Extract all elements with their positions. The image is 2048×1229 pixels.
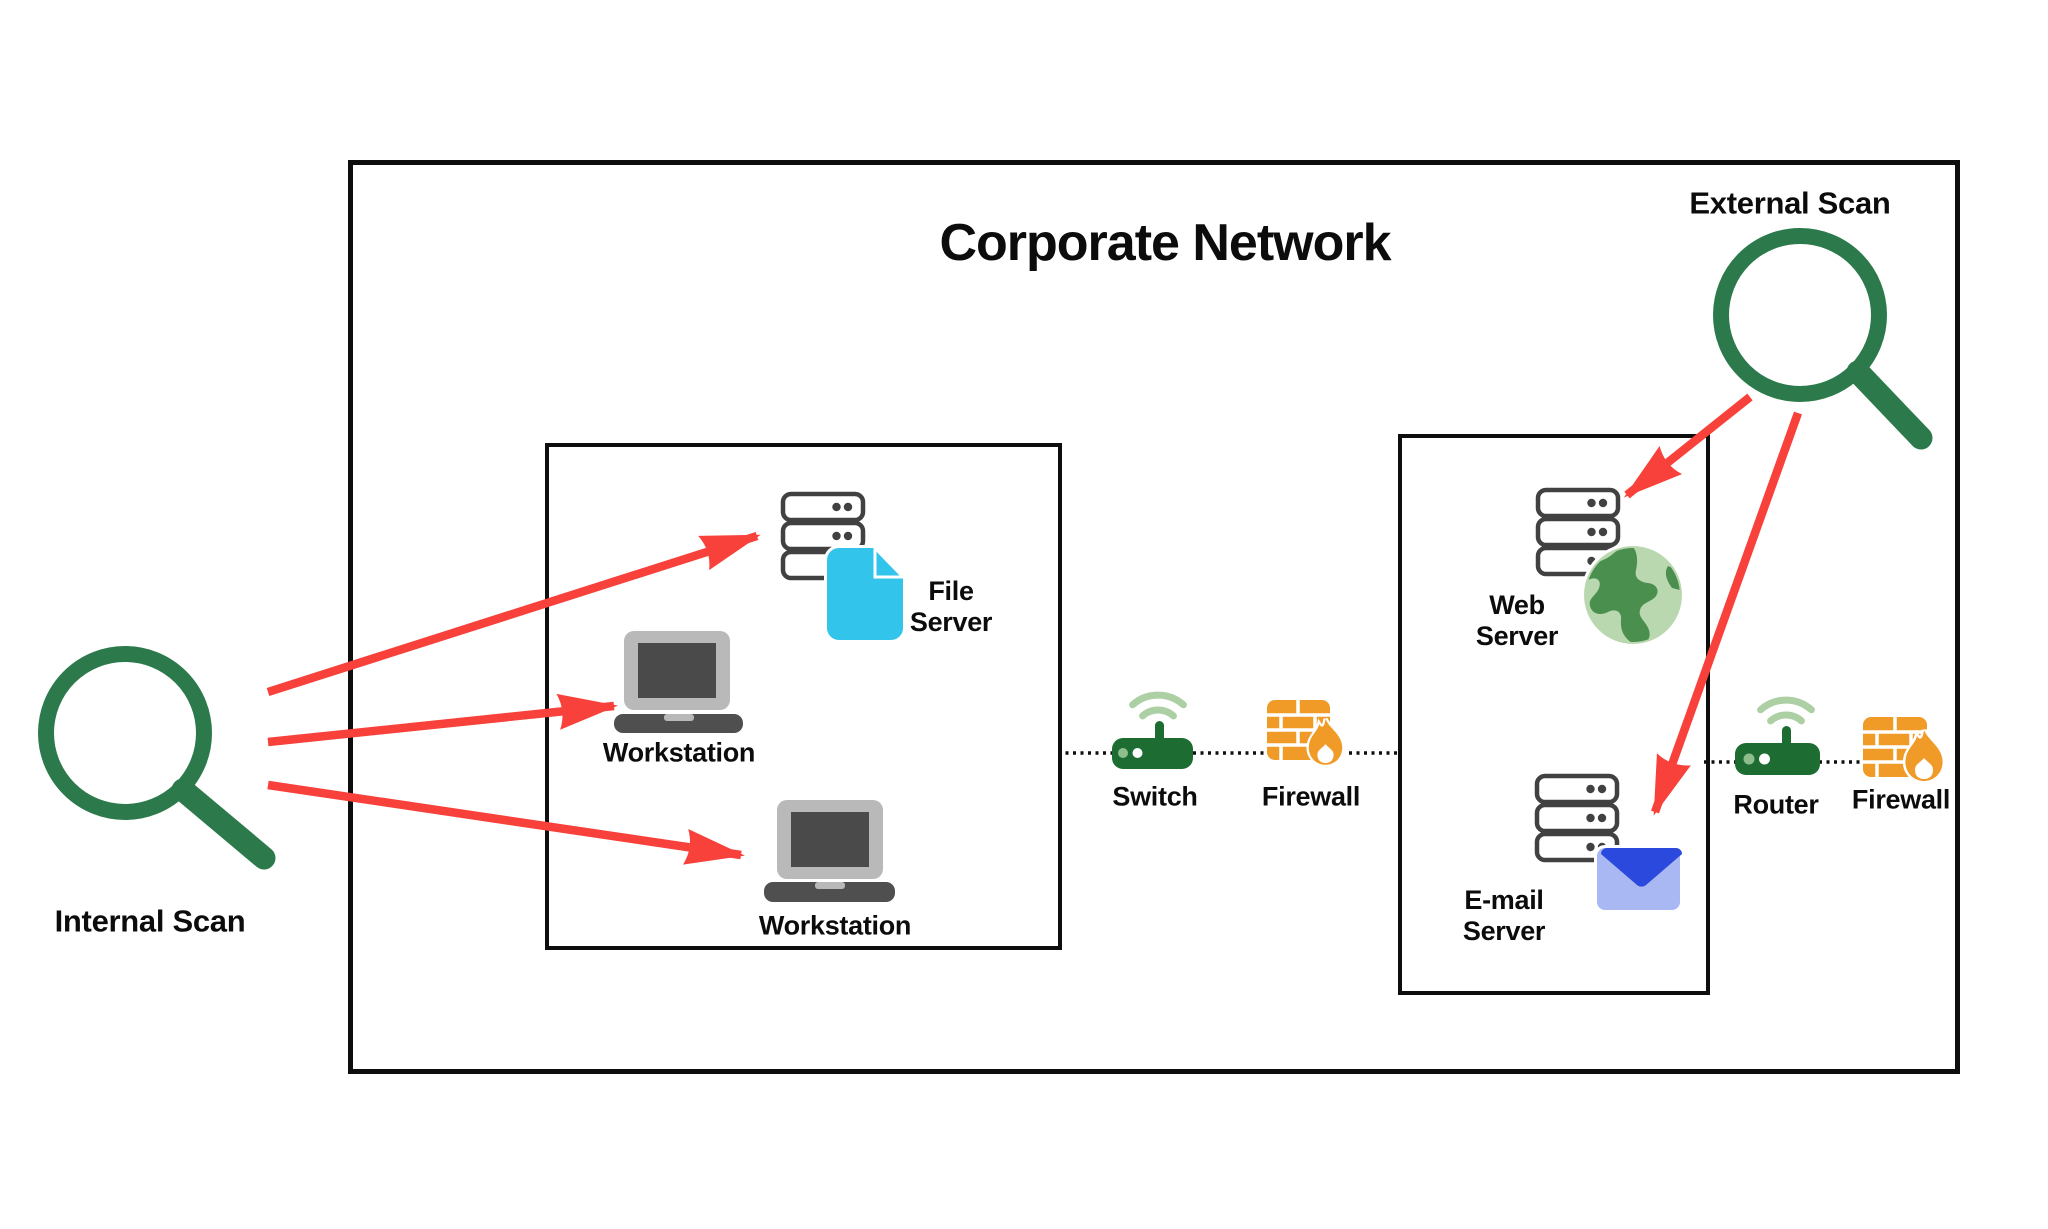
- external-scan-label: External Scan: [1689, 185, 1891, 221]
- dmz-group-box: [1398, 434, 1710, 995]
- lan-group-box: [545, 443, 1062, 950]
- internal-scan-magnifier-icon: [38, 646, 276, 870]
- router-label: Router: [1733, 789, 1819, 820]
- firewall-mid-label: Firewall: [1261, 781, 1361, 812]
- workstation-top-label: Workstation: [602, 737, 756, 768]
- email-server-label: E-mail Server: [1462, 885, 1546, 946]
- switch-label: Switch: [1112, 781, 1198, 812]
- firewall-right-label: Firewall: [1851, 784, 1951, 815]
- internal-scan-label: Internal Scan: [54, 903, 246, 939]
- workstation-bottom-label: Workstation: [758, 910, 912, 941]
- diagram-title: Corporate Network: [939, 214, 1391, 272]
- web-server-label: Web Server: [1475, 590, 1559, 651]
- file-server-label: File Server: [909, 576, 993, 637]
